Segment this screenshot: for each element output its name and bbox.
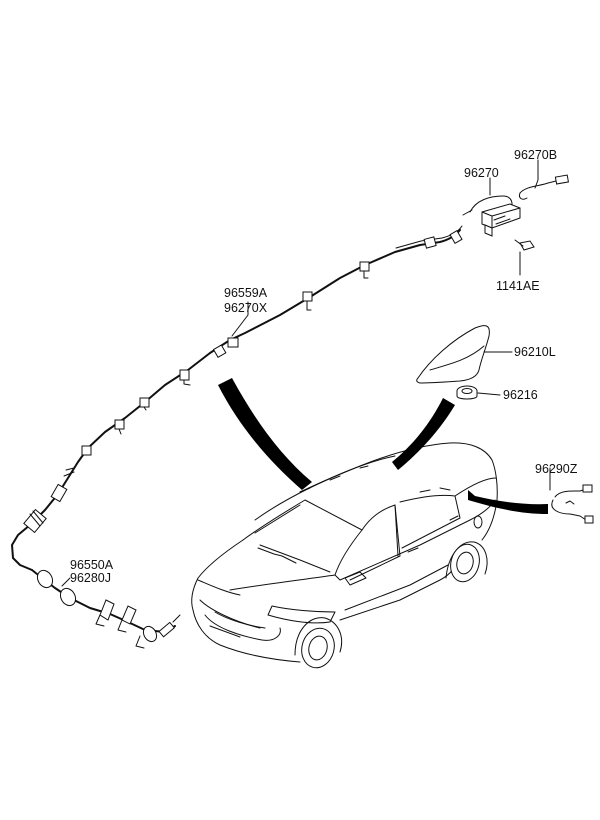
antenna-module-assembly [462, 174, 570, 251]
callout-96216: 96216 [503, 388, 538, 402]
callout-1141AE: 1141AE [496, 279, 540, 293]
lower-antenna-cable [31, 569, 181, 649]
callout-96280J: 96280J [70, 571, 111, 585]
callout-96270X: 96270X [224, 301, 268, 315]
car-outline [191, 442, 498, 669]
callout-labels: 96270B 96270 1141AE 96559A 96270X 96210L… [70, 148, 578, 585]
leader-lines [61, 159, 551, 587]
pointer-arrows [218, 378, 548, 514]
roof-antenna-cable [11, 225, 463, 571]
antenna-gasket [456, 385, 478, 400]
callout-96210L: 96210L [514, 345, 556, 359]
callout-96270: 96270 [464, 166, 499, 180]
callout-96290Z: 96290Z [535, 462, 578, 476]
arrow-to-roof [218, 378, 312, 490]
callout-96270B: 96270B [514, 148, 557, 162]
arrow-to-rear-glass [468, 490, 548, 514]
rear-glass-antenna-cable [551, 484, 594, 524]
callout-96559A: 96559A [224, 286, 268, 300]
shark-fin-antenna [416, 325, 490, 384]
callout-96550A: 96550A [70, 558, 114, 572]
arrow-to-shark-fin [392, 398, 455, 470]
